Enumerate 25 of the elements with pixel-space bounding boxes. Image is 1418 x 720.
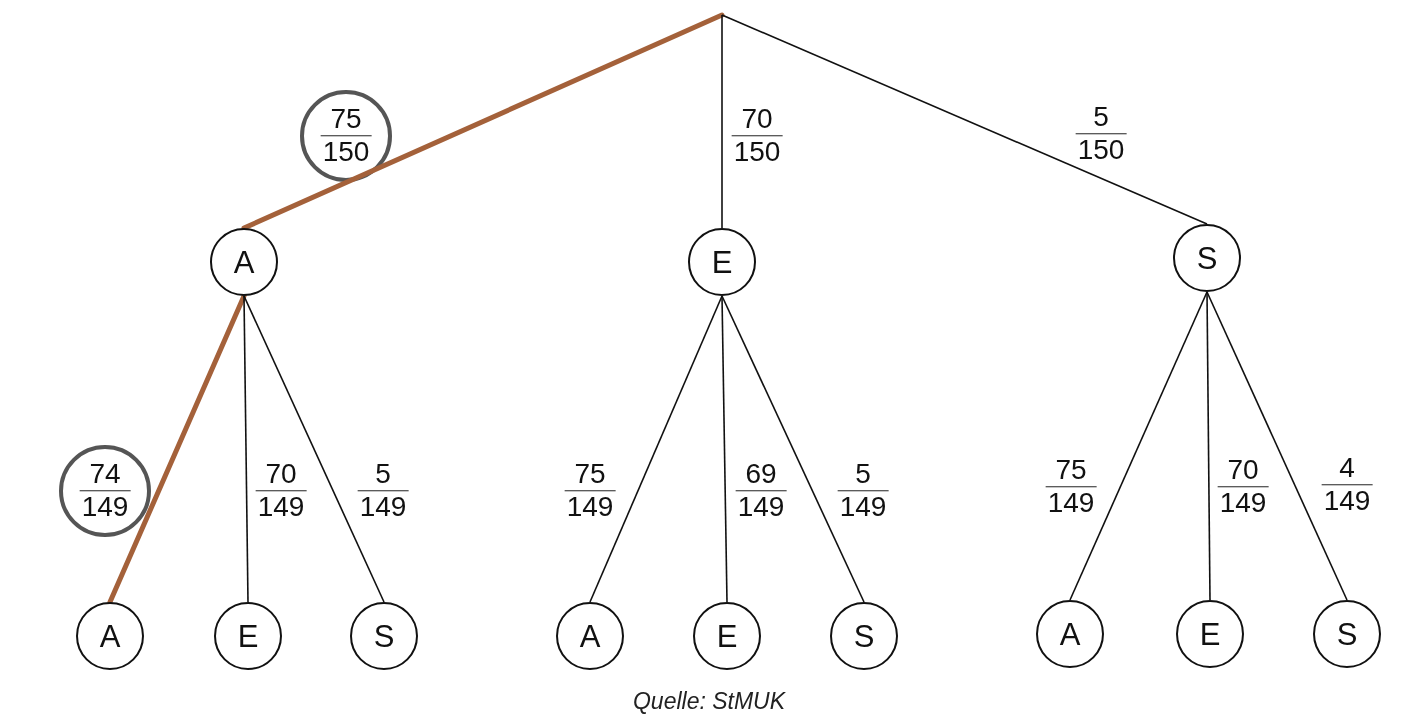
- branch-line: [721, 14, 1208, 225]
- branch-line: [1206, 291, 1211, 601]
- outcome-circle: E: [1176, 600, 1244, 668]
- branch-line: [589, 295, 723, 603]
- branch-line: [1206, 291, 1348, 601]
- outcome-circle: S: [830, 602, 898, 670]
- outcome-circle: S: [1173, 224, 1241, 292]
- branch-line: [721, 295, 865, 603]
- outcome-circle: S: [1313, 600, 1381, 668]
- outcome-circle: E: [693, 602, 761, 670]
- outcome-circle: A: [1036, 600, 1104, 668]
- outcome-circle: A: [210, 228, 278, 296]
- outcome-circle: A: [76, 602, 144, 670]
- branch-line: [243, 295, 249, 603]
- outcome-circle: E: [688, 228, 756, 296]
- outcome-circle: A: [556, 602, 624, 670]
- outcome-circle: E: [214, 602, 282, 670]
- branch-line: [721, 14, 723, 229]
- highlighted-branch-line: [107, 293, 247, 605]
- branch-line: [243, 295, 385, 603]
- branch-line: [1069, 291, 1208, 601]
- source-caption: Quelle: StMUK: [632, 688, 786, 715]
- highlighted-branch-line: [241, 12, 725, 231]
- branch-line: [721, 295, 728, 603]
- outcome-circle: S: [350, 602, 418, 670]
